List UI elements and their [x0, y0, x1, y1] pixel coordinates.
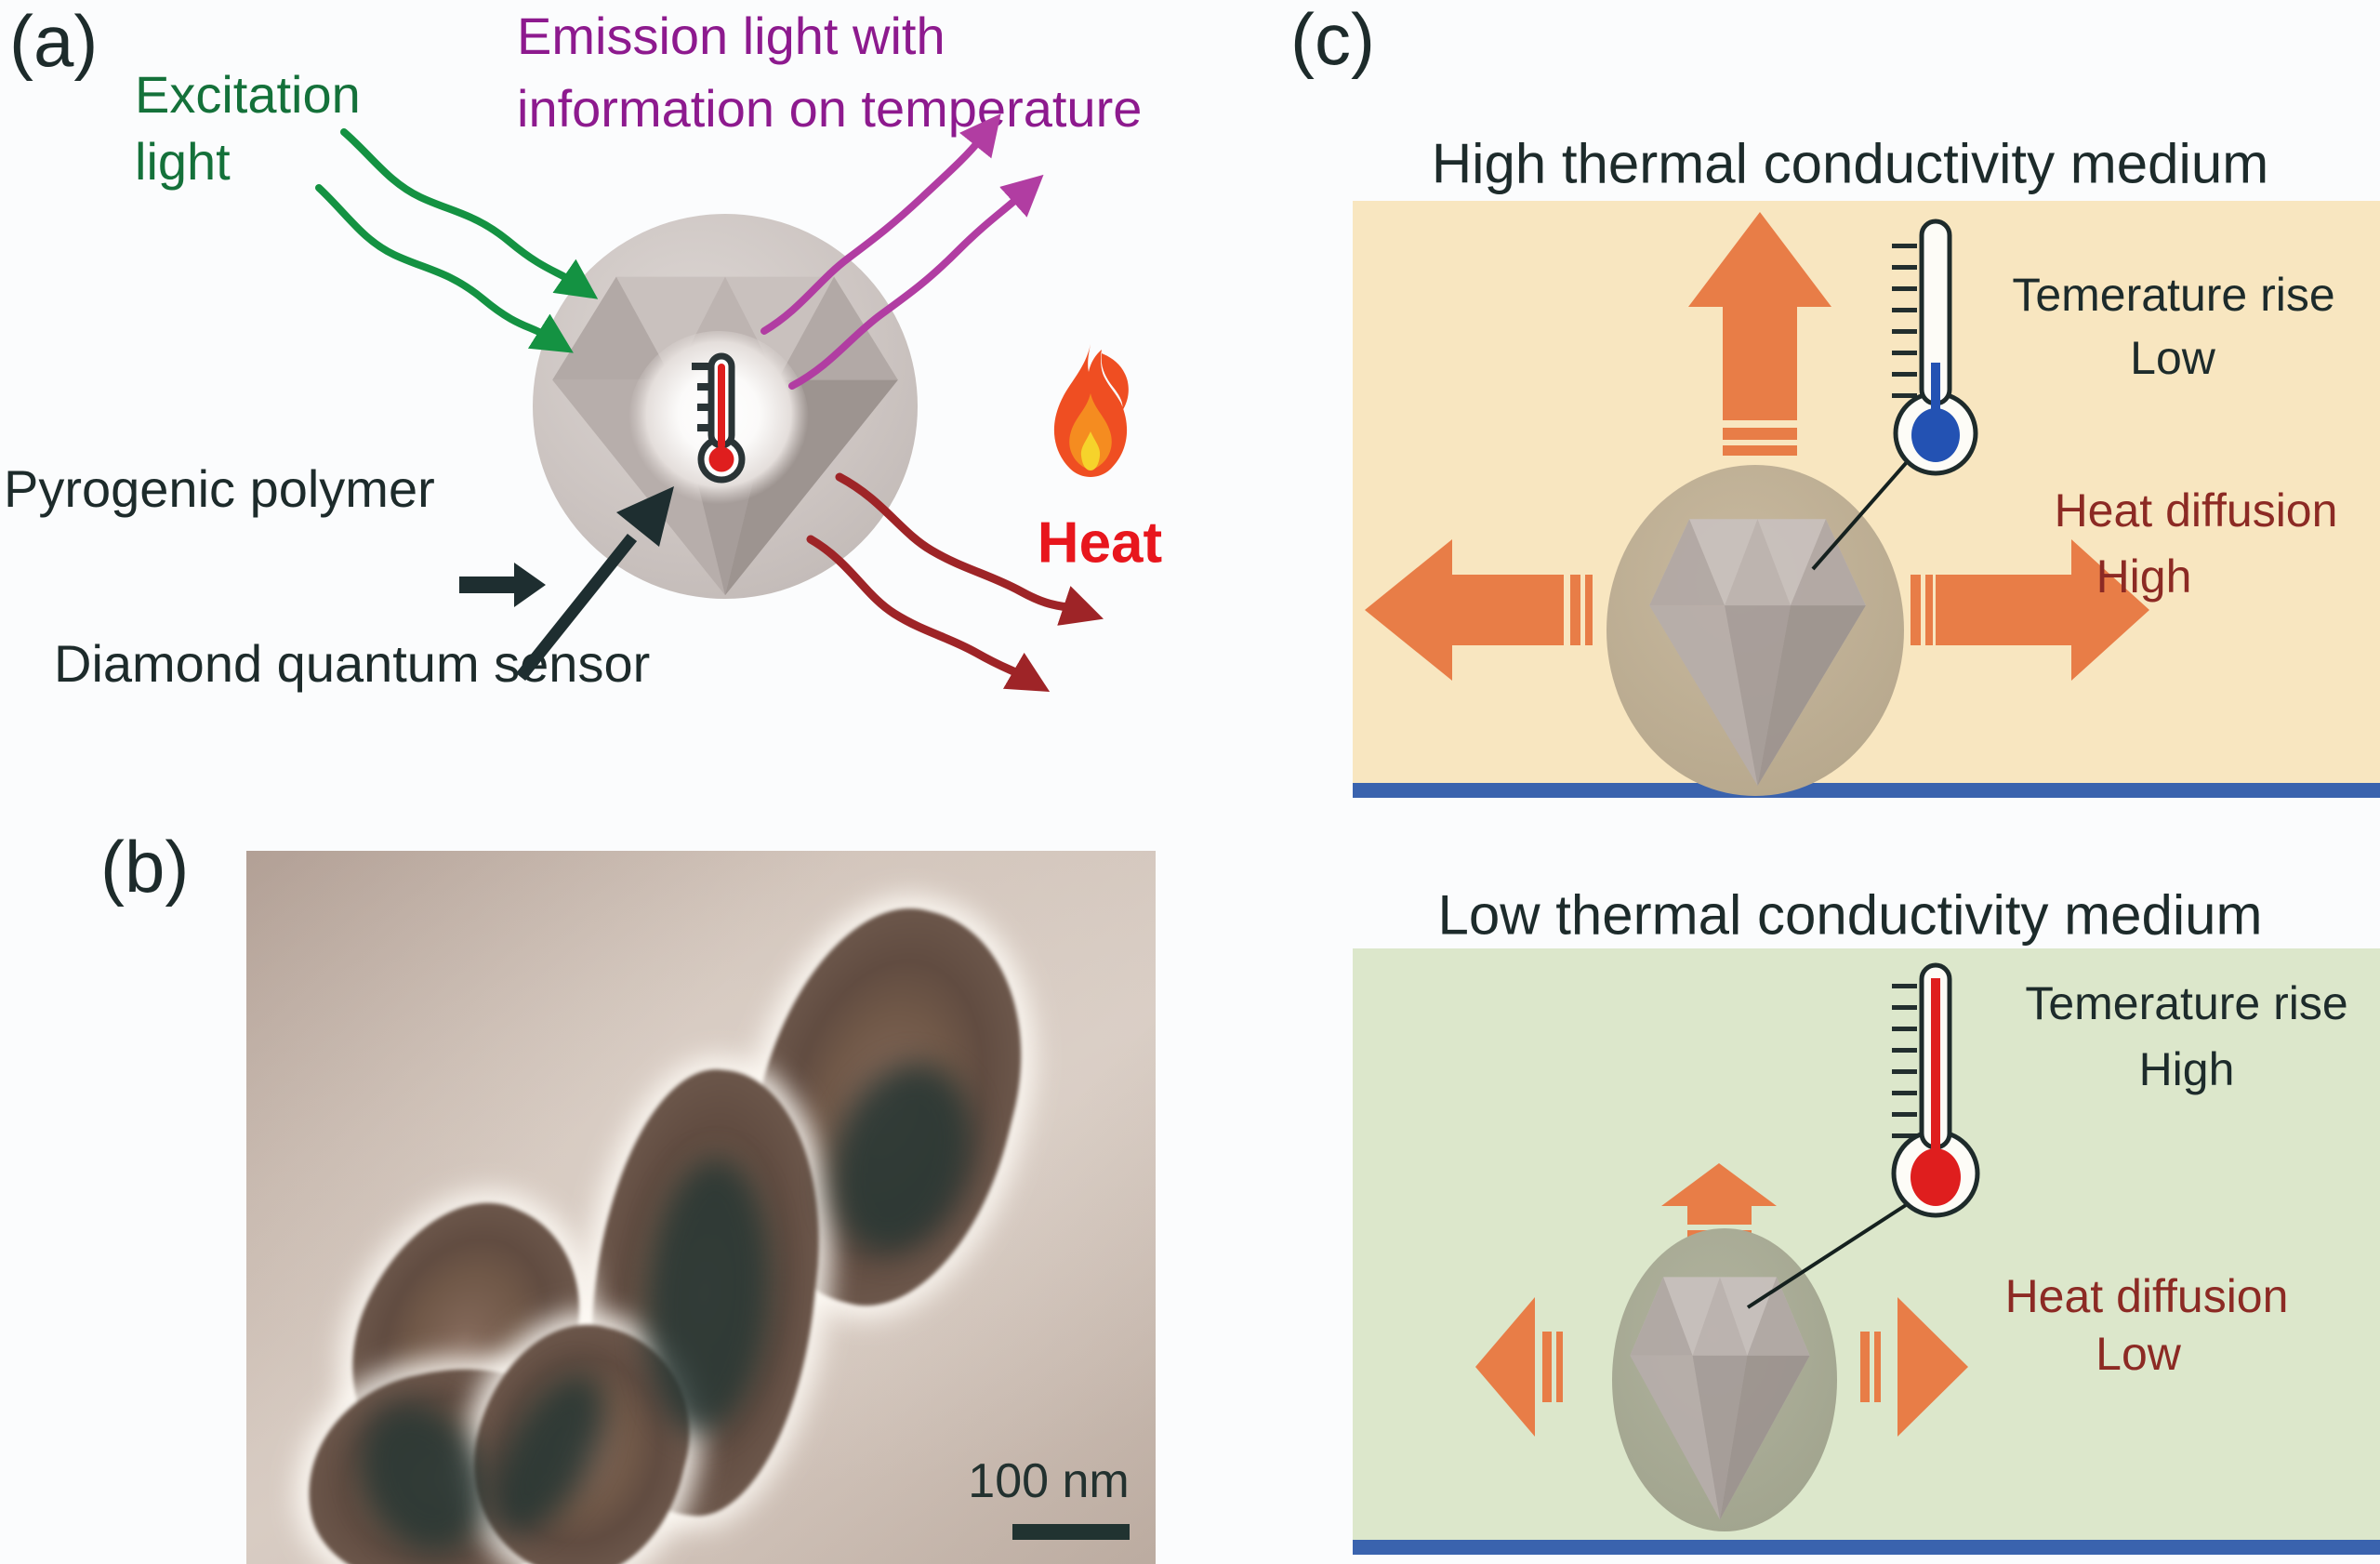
heat-arrow-2 — [806, 535, 1051, 692]
thermometer-icon-red — [1891, 962, 1980, 1218]
excitation-line2: light — [135, 132, 231, 191]
emission-light-label: Emission light with information on tempe… — [517, 0, 1142, 145]
emission-line2: information on temperature — [517, 79, 1143, 138]
high-conductivity-title: High thermal conductivity medium — [1431, 132, 2269, 195]
high-temp-level-label: Low — [2130, 332, 2215, 384]
sensor-pointer-arrow — [515, 486, 674, 682]
scale-bar — [1012, 1524, 1130, 1540]
tem-image — [246, 851, 1156, 1564]
high-temp-rise-label: Temerature rise — [2012, 269, 2335, 321]
low-temp-rise-label: Temerature rise — [2025, 977, 2348, 1029]
flame-icon — [1053, 344, 1129, 477]
heat-arrow-1 — [835, 472, 1104, 626]
low-temp-level-label: High — [2138, 1043, 2235, 1095]
high-diffusion-level-label: High — [2096, 550, 2192, 603]
heat-flow-arrows-large — [1365, 212, 2149, 681]
excitation-arrow-2 — [315, 184, 574, 353]
substrate-bar — [1353, 783, 2380, 798]
emission-arrow-1 — [760, 113, 1001, 335]
low-conductivity-title: Low thermal conductivity medium — [1437, 883, 2263, 947]
pyrogenic-polymer-label: Pyrogenic polymer — [4, 459, 435, 518]
high-conductivity-panel — [1353, 201, 2380, 798]
excitation-light-label: Excitation light — [135, 61, 361, 195]
emission-arrows — [760, 113, 1044, 390]
low-conductivity-panel — [1353, 948, 2380, 1555]
up-arrow — [1661, 1163, 1777, 1225]
tem-vignette — [246, 851, 1156, 1564]
panel-a-label: (a) — [9, 0, 99, 82]
thermometer-icon-blue — [1892, 219, 1978, 476]
heat-label: Heat — [1037, 510, 1163, 576]
excitation-arrows — [315, 128, 599, 353]
emission-arrow-2 — [788, 174, 1044, 390]
green-background — [1353, 948, 2380, 1540]
left-arrow — [1365, 539, 1564, 681]
high-heat-diffusion-label: Heat diffusion — [2054, 484, 2338, 537]
low-diffusion-level-label: Low — [2096, 1328, 2181, 1380]
pyrogenic-pointer-arrow — [459, 563, 546, 607]
right-arrow — [1936, 539, 2149, 681]
left-arrow — [1475, 1297, 1535, 1437]
excitation-arrow-1 — [340, 128, 599, 299]
up-arrow — [1688, 212, 1831, 420]
thermometer-pointer-line — [1811, 460, 1909, 571]
low-heat-diffusion-label: Heat diffusion — [2004, 1270, 2289, 1322]
panel-c-label: (c) — [1290, 0, 1375, 80]
thermometer-icon — [692, 352, 746, 484]
thermometer-pointer-line — [1746, 1203, 1908, 1309]
excitation-line1: Excitation — [135, 65, 361, 124]
heat-arrows — [806, 472, 1104, 692]
right-arrow — [1897, 1297, 1968, 1437]
panel-a-illustration — [315, 113, 1129, 692]
substrate-bar — [1353, 1540, 2380, 1555]
emission-line1: Emission light with — [517, 7, 945, 65]
scale-bar-label: 100 nm — [968, 1454, 1130, 1508]
panel-b-label: (b) — [100, 826, 190, 908]
